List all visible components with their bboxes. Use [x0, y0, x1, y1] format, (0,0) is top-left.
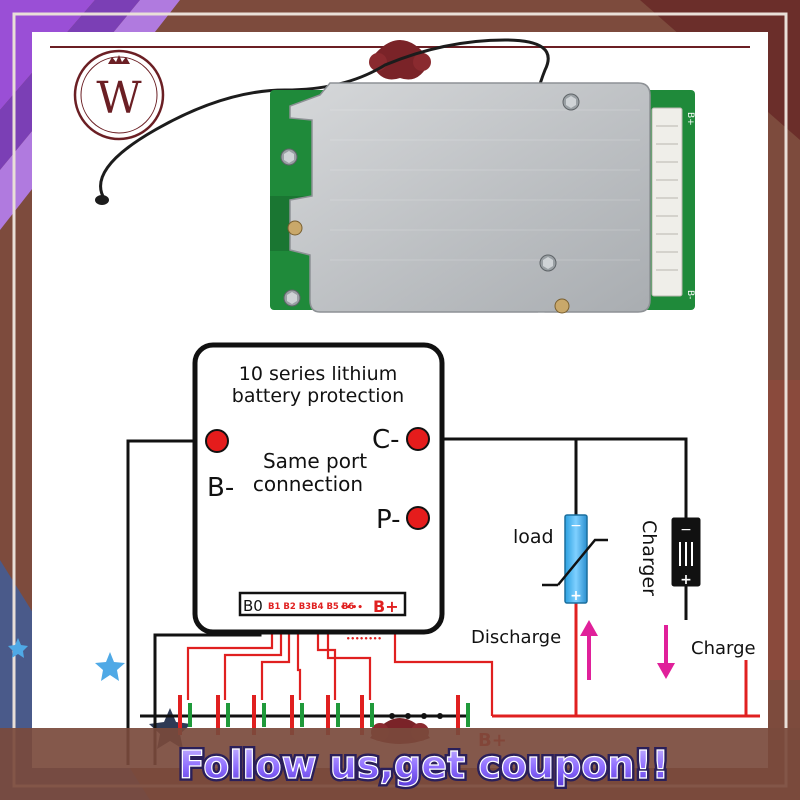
b0-label: B0 — [243, 597, 263, 615]
balance-dots: •••• — [340, 603, 363, 613]
bottom-dots: •••••••• — [346, 635, 382, 643]
screw-icon — [280, 93, 580, 314]
load-variable-icon — [557, 538, 608, 586]
balance-strip — [238, 591, 407, 617]
pcb-label-bminus-2: B- — [535, 312, 545, 321]
balance-connector — [651, 107, 683, 297]
load-plus: + — [570, 588, 582, 604]
banner-text[interactable]: Follow us,get coupon!! — [178, 742, 669, 787]
charger-label: Charger — [638, 520, 660, 596]
bminus-terminal — [205, 429, 229, 453]
charge-arrow-icon — [657, 625, 675, 679]
bminus-wire — [126, 439, 215, 765]
charger-plus: + — [680, 572, 692, 588]
load-minus: − — [570, 518, 582, 534]
same-port-line2: connection — [253, 472, 363, 496]
cminus-terminal — [406, 427, 430, 451]
cminus-wire — [418, 437, 688, 520]
logo-letter: W — [96, 73, 142, 124]
crown-icon — [108, 55, 130, 64]
balance-pin-labels: B1 B2 B3B4 B5 B6 — [268, 602, 354, 612]
board-bplus-label: B+ — [373, 597, 399, 616]
load-component — [564, 514, 588, 604]
banner-text-outline: Follow us,get coupon!! — [179, 743, 669, 787]
load-label: load — [513, 526, 554, 548]
charge-label: Charge — [691, 638, 756, 659]
bminus-label: B- — [207, 473, 234, 503]
discharge-arrow-icon — [580, 620, 598, 680]
heat-sink — [289, 82, 651, 313]
cminus-label: C- — [372, 425, 400, 455]
pcb-label-bplus: B+ — [685, 112, 695, 126]
pminus-terminal — [406, 506, 430, 530]
same-port-line1: Same port — [263, 449, 367, 473]
brand-logo: W — [73, 49, 165, 141]
discharge-label: Discharge — [471, 627, 561, 648]
charger-minus: − — [680, 522, 692, 538]
promo-banner: Follow us,get coupon!! Follow us,get cou… — [0, 728, 800, 800]
pcb-photo: B+ B- B- — [95, 38, 695, 321]
sensor-wire — [99, 38, 550, 201]
protection-board-box — [192, 342, 445, 635]
thermistor-probe — [95, 195, 109, 205]
pcb-label-bminus: B- — [685, 290, 695, 299]
board-title-line1: 10 series lithium — [239, 363, 397, 385]
board-title-line2: battery protection — [232, 385, 404, 407]
pminus-label: P- — [376, 505, 401, 535]
